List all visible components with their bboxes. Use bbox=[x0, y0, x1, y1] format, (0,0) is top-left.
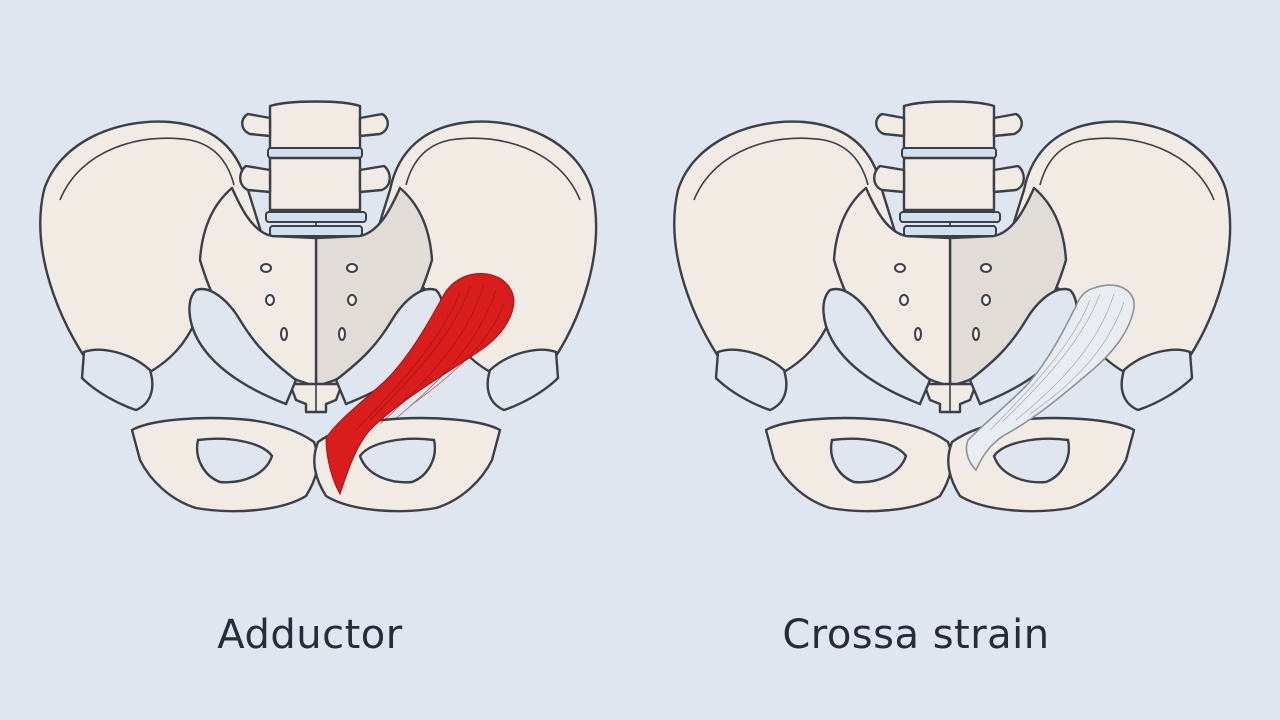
lumbar-vertebra-upper bbox=[902, 100, 996, 152]
adductor-muscle-highlight bbox=[325, 272, 515, 496]
right-hip-socket bbox=[486, 348, 560, 412]
panel-caption: Crossa strain bbox=[782, 612, 1050, 658]
left-hip-socket bbox=[714, 348, 788, 412]
pelvis-illustration bbox=[673, 100, 1232, 513]
lumbar-vertebra-lower bbox=[902, 156, 996, 212]
panel-adductor: Adductor bbox=[39, 100, 598, 658]
left-hip-socket bbox=[80, 348, 154, 412]
lumbar-vertebra-upper bbox=[268, 100, 362, 152]
strained-muscle-highlight bbox=[965, 284, 1135, 472]
panel-caption: Adductor bbox=[217, 612, 403, 658]
panel-crossa-strain: Crossa strain bbox=[640, 0, 1280, 720]
lumbar-vertebra-lower bbox=[268, 156, 362, 212]
pelvis-illustration bbox=[39, 100, 598, 513]
right-hip-socket bbox=[1120, 348, 1194, 412]
